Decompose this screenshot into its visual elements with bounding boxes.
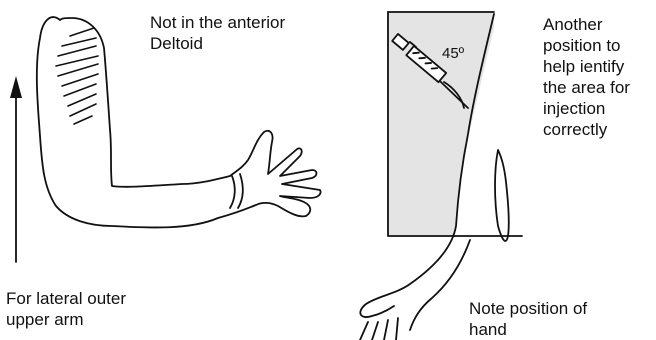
caption-note-hand: Note position of hand (469, 298, 587, 340)
caption-lateral-outer: For lateral outer upper arm (6, 288, 126, 330)
caption-line: correctly (543, 119, 630, 140)
caption-line: help ientify (543, 56, 630, 77)
caption-line: For lateral outer (6, 288, 126, 309)
caption-line: position to (543, 35, 630, 56)
caption-another-position: Another position to help ientify the are… (543, 14, 630, 140)
caption-not-anterior: Not in the anterior Deltoid (150, 12, 285, 54)
up-arrow-icon (10, 76, 22, 262)
caption-line: Deltoid (150, 33, 285, 54)
caption-line: the area for (543, 77, 630, 98)
deltoid-hatch-area (56, 28, 98, 124)
right-arm-figure: 45º (360, 12, 522, 340)
caption-line: Not in the anterior (150, 12, 285, 33)
caption-line: injection (543, 98, 630, 119)
angle-label: 45º (442, 45, 465, 62)
caption-line: upper arm (6, 309, 126, 330)
caption-line: Another (543, 14, 630, 35)
caption-line: hand (469, 319, 587, 340)
caption-line: Note position of (469, 298, 587, 319)
